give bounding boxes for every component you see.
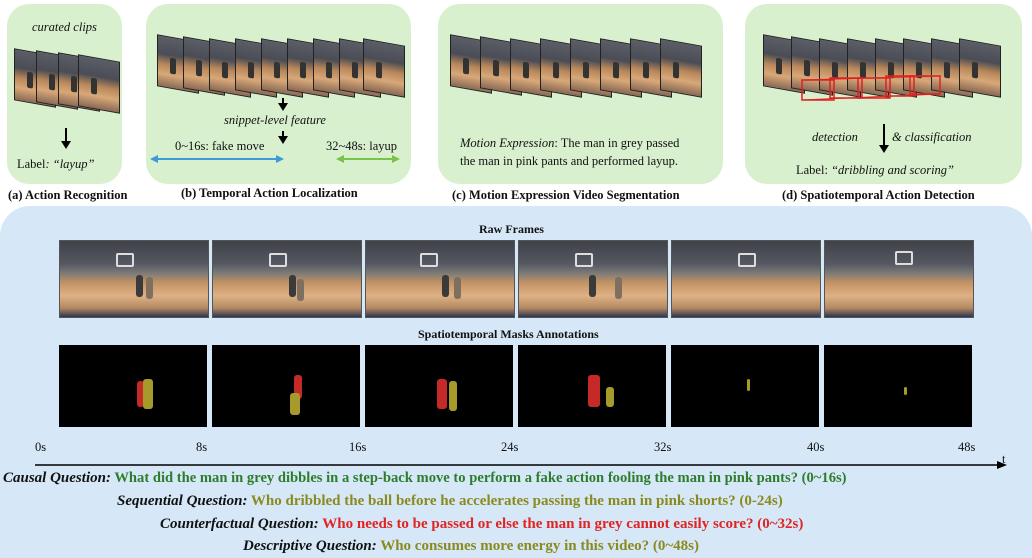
- motion-expression-line2: the man in pink pants and performed layu…: [460, 154, 678, 168]
- timeline-tick: 32s: [654, 440, 672, 454]
- detection-step: detection: [812, 130, 858, 144]
- question-causal: Causal Question: What did the man in gre…: [3, 470, 847, 487]
- curated-clips-label: curated clips: [32, 20, 97, 34]
- player-pink: [615, 277, 622, 299]
- mask-frame: [59, 345, 207, 427]
- mask-grey-player: [606, 387, 614, 407]
- motion-expression-label: Motion Expression: [460, 136, 555, 150]
- clip-thumbnail: [363, 38, 405, 98]
- question-counterfactual: Counterfactual Question: Who needs to be…: [160, 516, 803, 533]
- hoop: [116, 253, 134, 267]
- action-label-value: : “layup”: [45, 157, 95, 171]
- player-pink: [454, 277, 461, 299]
- mask-grey-player: [904, 387, 907, 395]
- raw-frame: [824, 240, 974, 318]
- player-grey: [589, 275, 596, 297]
- hoop: [738, 253, 756, 267]
- hoop: [420, 253, 438, 267]
- mask-grey-player: [290, 393, 300, 415]
- mask-pink-player: [437, 379, 447, 409]
- detection-label: Label: “dribbling and scoring”: [796, 163, 954, 178]
- detection-label-value: “dribbling and scoring”: [831, 163, 954, 177]
- arrow-down-b1: [278, 98, 288, 111]
- caption-a: (a) Action Recognition: [8, 188, 128, 202]
- raw-frames-title: Raw Frames: [479, 222, 544, 236]
- action-label-prefix: Label: [17, 157, 46, 171]
- player-grey: [442, 275, 449, 297]
- segment-layup: 32~48s: layup: [326, 139, 397, 153]
- hoop: [895, 251, 913, 265]
- clip-thumbnail: [959, 38, 1001, 98]
- timeline-axis: [35, 461, 1007, 469]
- player-grey: [289, 275, 296, 297]
- question-text: Who needs to be passed or else the man i…: [318, 516, 804, 532]
- raw-frame: [212, 240, 362, 318]
- question-text: Who dribbled the ball before he accelera…: [247, 493, 783, 509]
- mask-frame: [671, 345, 819, 427]
- question-text: What did the man in grey dibbles in a st…: [110, 470, 847, 486]
- mask-grey-player: [747, 379, 750, 391]
- question-label: Counterfactual Question:: [160, 516, 319, 532]
- detection-boxes: [801, 75, 941, 101]
- detection-label-prefix: Label:: [796, 163, 832, 177]
- question-label: Causal Question:: [3, 470, 111, 486]
- mask-frame: [365, 345, 513, 427]
- action-label: Label: “layup”: [17, 157, 94, 172]
- timeline-tick: 8s: [196, 440, 208, 454]
- question-label: Sequential Question:: [117, 493, 248, 509]
- clip-thumbnail: [660, 38, 702, 98]
- timeline-tick: 48s: [958, 440, 976, 454]
- classification-step: & classification: [892, 130, 972, 144]
- mask-pink-player: [137, 381, 144, 407]
- caption-c: (c) Motion Expression Video Segmentation: [452, 188, 680, 202]
- timeline-tick: 24s: [501, 440, 519, 454]
- question-text: Who consumes more energy in this video? …: [376, 538, 699, 554]
- segment-arrows: [150, 155, 400, 163]
- question-label: Descriptive Question:: [243, 538, 377, 554]
- player-pink: [297, 279, 304, 301]
- raw-frame: [671, 240, 821, 318]
- question-descriptive: Descriptive Question: Who consumes more …: [243, 538, 699, 555]
- arrow-down-a: [61, 128, 71, 149]
- mask-frame: [212, 345, 360, 427]
- timeline-tick: 0s: [35, 440, 47, 454]
- mask-frame: [518, 345, 666, 427]
- arrow-down-d: [879, 124, 889, 153]
- caption-d: (d) Spatiotemporal Action Detection: [782, 188, 975, 202]
- snippet-feature-label: snippet-level feature: [224, 113, 326, 127]
- masks-title: Spatiotemporal Masks Annotations: [418, 327, 599, 341]
- mask-grey-player: [143, 379, 153, 409]
- caption-b: (b) Temporal Action Localization: [181, 186, 358, 200]
- player-pink: [146, 277, 153, 299]
- arrow-down-b2: [278, 131, 288, 144]
- mask-grey-player: [449, 381, 457, 411]
- mask-pink-player: [294, 375, 302, 399]
- raw-frame: [365, 240, 515, 318]
- timeline-tick: 40s: [807, 440, 825, 454]
- hoop: [269, 253, 287, 267]
- segment-fake-move: 0~16s: fake move: [175, 139, 265, 153]
- timeline-tick: 16s: [349, 440, 367, 454]
- question-sequential: Sequential Question: Who dribbled the ba…: [117, 493, 783, 510]
- raw-frame: [518, 240, 668, 318]
- timeline-axis-label: t: [1002, 452, 1006, 466]
- motion-expression-line1: Motion Expression: The man in grey passe…: [460, 136, 679, 151]
- segment-arrow-right: [336, 155, 400, 163]
- hoop: [575, 253, 593, 267]
- segment-arrow-left: [150, 155, 284, 163]
- mask-pink-player: [588, 375, 600, 407]
- raw-frame: [59, 240, 209, 318]
- clip-thumbnail: [78, 54, 120, 114]
- motion-expression-text1: : The man in grey passed: [554, 136, 680, 150]
- mask-frame: [824, 345, 972, 427]
- player-grey: [136, 275, 143, 297]
